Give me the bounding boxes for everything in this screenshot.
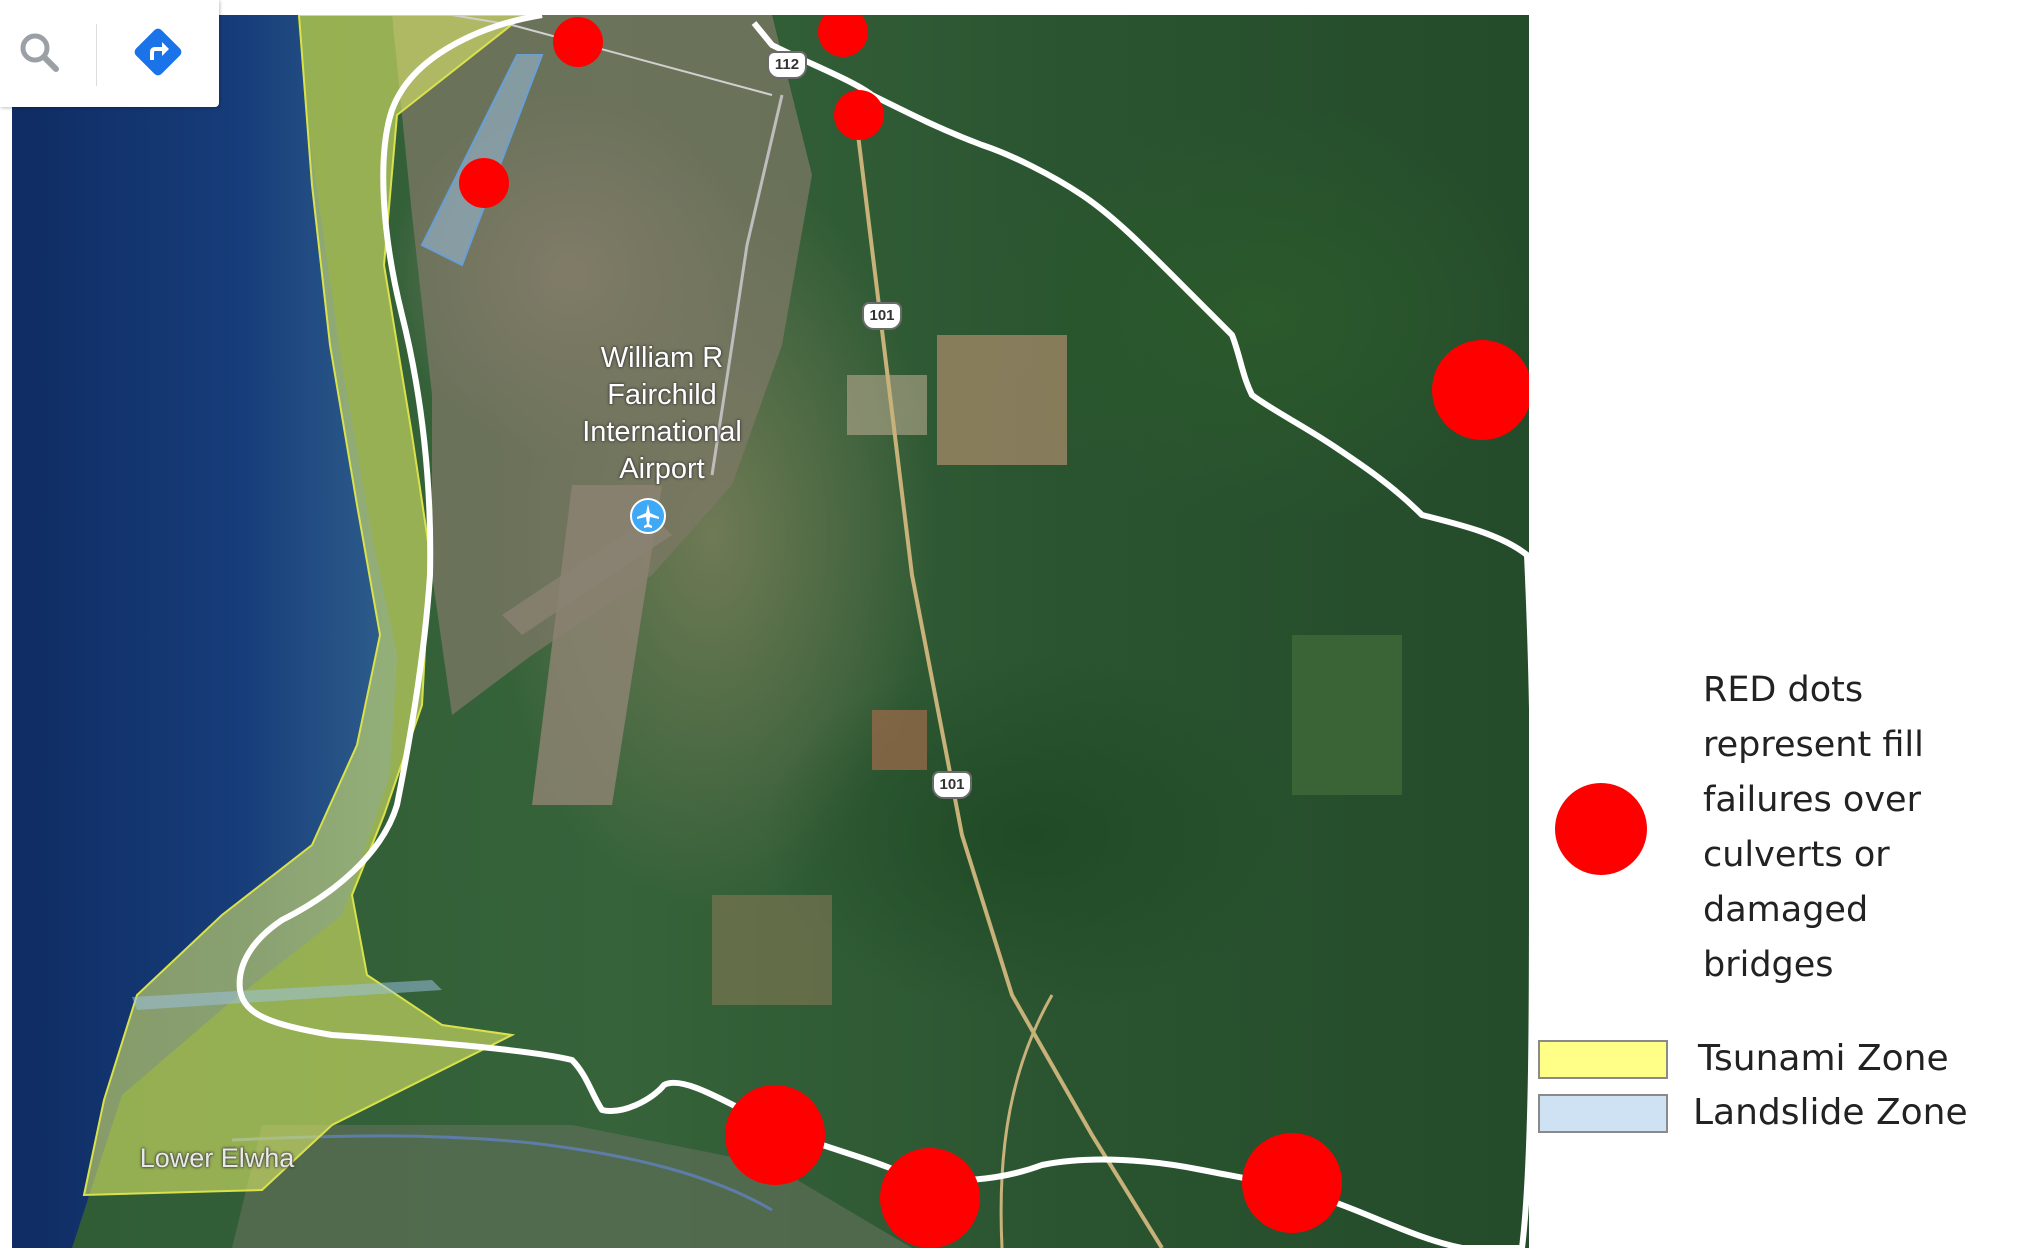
search-button[interactable] (10, 22, 70, 82)
highway-101-road (853, 109, 1164, 1248)
red-dot-fill-failure[interactable] (553, 17, 603, 67)
map-legend: RED dots represent fill failures over cu… (1535, 660, 2005, 1140)
landslide-zone (132, 980, 442, 1010)
lower-elwha-label-line: Lower Elwha (139, 1143, 295, 1173)
red-dot-fill-failure[interactable] (725, 1085, 825, 1185)
highway-101-shield: 101 (862, 302, 902, 330)
directions-icon (134, 28, 182, 76)
legend-text-line: RED dots (1703, 670, 1864, 710)
river-valley (232, 1125, 912, 1248)
clearing (937, 335, 1067, 465)
legend-text-line: culverts or (1703, 835, 1890, 875)
red-dot-fill-failure[interactable] (880, 1148, 980, 1248)
map-base-layer (12, 15, 1529, 1248)
airport-taxiway (502, 515, 672, 635)
river (231, 1134, 773, 1212)
airport-label: William R Fairchild International Airpor… (542, 340, 782, 488)
airport-label-line: Airport (619, 453, 705, 485)
legend-text-line: represent fill (1703, 725, 1924, 765)
red-dot-fill-failure[interactable] (834, 90, 884, 140)
tsunami-zone (82, 15, 526, 1197)
map-toolbar (0, 0, 219, 107)
highway-112-shield: 112 (767, 51, 807, 79)
airport-label-line: William R (600, 342, 724, 374)
satellite-map[interactable]: William R Fairchild International Airpor… (12, 15, 1529, 1248)
clearing (1292, 635, 1402, 795)
landslide-zone-swatch (1538, 1094, 1668, 1133)
local-road (710, 94, 784, 476)
legend-red-dot-description: RED dots represent fill failures over cu… (1703, 663, 2003, 993)
airplane-icon[interactable] (630, 498, 666, 534)
clearing (872, 710, 927, 770)
red-dot-fill-failure[interactable] (1432, 340, 1529, 440)
highway-101-shield: 101 (932, 771, 972, 799)
lower-elwha-label: Lower Elwha (122, 1140, 312, 1177)
toolbar-separator (96, 24, 97, 86)
airport-runway (532, 485, 662, 805)
study-area-boundary (236, 15, 1529, 1248)
red-dot-fill-failure[interactable] (818, 15, 868, 57)
landslide-zone-label: Landslide Zone (1693, 1092, 1968, 1133)
local-road (999, 994, 1054, 1248)
clearing (712, 895, 832, 1005)
local-road (451, 15, 773, 96)
red-dot-fill-failure[interactable] (1242, 1133, 1342, 1233)
search-icon (20, 33, 59, 72)
airport-label-line: Fairchild (607, 379, 717, 411)
airport-label-line: International (582, 416, 742, 448)
tsunami-zone-label: Tsunami Zone (1698, 1038, 1949, 1079)
legend-text-line: damaged (1703, 890, 1869, 930)
legend-red-dot (1555, 783, 1647, 875)
red-dot-fill-failure[interactable] (459, 158, 509, 208)
legend-text-line: failures over (1703, 780, 1921, 820)
tsunami-zone-swatch (1538, 1040, 1668, 1079)
legend-text-line: bridges (1703, 945, 1834, 985)
directions-button[interactable] (128, 22, 188, 82)
